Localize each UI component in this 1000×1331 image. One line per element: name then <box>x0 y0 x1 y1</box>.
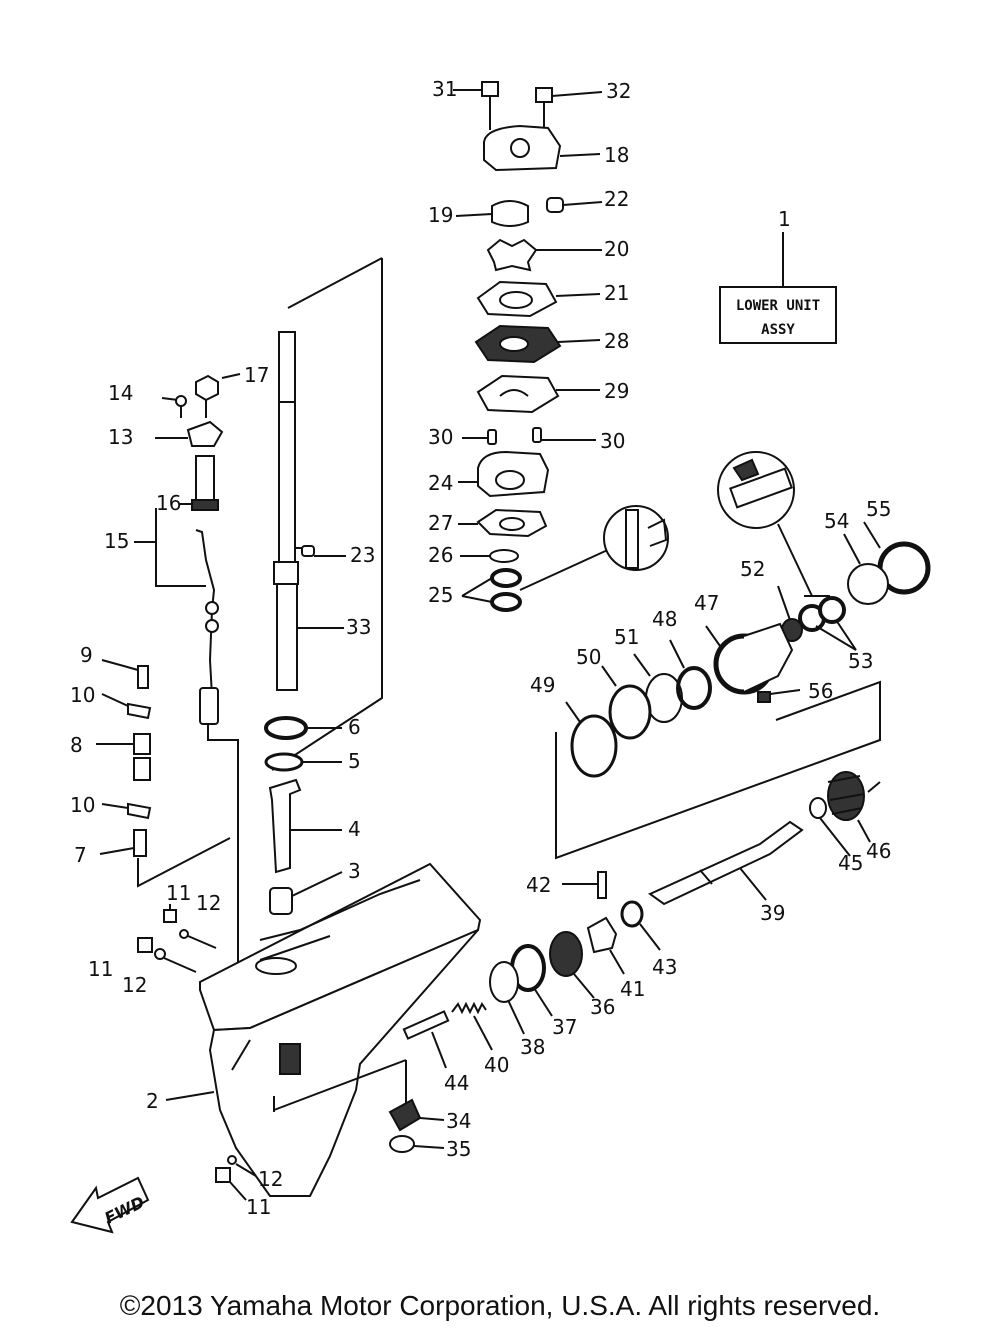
callout-12-top: 12 <box>196 891 221 915</box>
callout-2: 2 <box>146 1089 159 1113</box>
callout-20: 20 <box>604 237 629 261</box>
callout-30-left: 30 <box>428 425 453 449</box>
callout-11-middle: 11 <box>88 957 113 981</box>
callout-47: 47 <box>694 591 719 615</box>
water-pump-parts <box>453 81 669 612</box>
callout-43: 43 <box>652 955 677 979</box>
callout-39: 39 <box>760 901 785 925</box>
callout-53: 53 <box>848 649 873 673</box>
callout-3: 3 <box>348 859 361 883</box>
callout-24: 24 <box>428 471 453 495</box>
drive-shaft-bearings <box>264 716 343 915</box>
bolt-31-shape <box>481 81 499 130</box>
callout-6: 6 <box>348 715 361 739</box>
callout-44: 44 <box>444 1071 469 1095</box>
copyright-notice: ©2013 Yamaha Motor Corporation, U.S.A. A… <box>119 1290 881 1321</box>
callout-46: 46 <box>866 839 891 863</box>
callout-12-bottom: 12 <box>258 1167 283 1191</box>
callout-11-bottom: 11 <box>246 1195 271 1219</box>
callout-37: 37 <box>552 1015 577 1039</box>
callout-5: 5 <box>348 749 361 773</box>
callout-45: 45 <box>838 851 863 875</box>
forward-direction-arrow: FWD <box>70 1176 150 1234</box>
impeller-shape <box>486 238 538 272</box>
callout-49: 49 <box>530 673 555 697</box>
callout-41: 41 <box>620 977 645 1001</box>
callout-17: 17 <box>244 363 269 387</box>
callout-23: 23 <box>350 543 375 567</box>
callout-34: 34 <box>446 1109 471 1133</box>
callout-28: 28 <box>604 329 629 353</box>
propeller-shaft-parts <box>388 451 931 1153</box>
callout-12-middle: 12 <box>122 973 147 997</box>
callout-numbers: 31 32 18 22 19 20 21 28 29 30 30 24 27 2… <box>70 77 891 1219</box>
callout-56: 56 <box>808 679 833 703</box>
callout-1: 1 <box>778 207 791 231</box>
callout-36: 36 <box>590 995 615 1019</box>
shift-rod-assembly <box>134 373 241 980</box>
callout-15: 15 <box>104 529 129 553</box>
callout-11-top: 11 <box>166 881 191 905</box>
callout-22: 22 <box>604 187 629 211</box>
callout-18: 18 <box>604 143 629 167</box>
callout-14: 14 <box>108 381 133 405</box>
callout-50: 50 <box>576 645 601 669</box>
callout-38: 38 <box>520 1035 545 1059</box>
callout-27: 27 <box>428 511 453 535</box>
drain-screws <box>137 904 257 1201</box>
callout-32: 32 <box>606 79 631 103</box>
callout-13: 13 <box>108 425 133 449</box>
callout-10-top: 10 <box>70 683 95 707</box>
callout-54: 54 <box>824 509 849 533</box>
callout-52: 52 <box>740 557 765 581</box>
box-title-line-2: ASSY <box>761 322 795 338</box>
callout-31: 31 <box>432 77 457 101</box>
lower-unit-assy-box: 1 LOWER UNIT ASSY <box>719 207 837 344</box>
lower-case-housing <box>165 862 482 1197</box>
callout-48: 48 <box>652 607 677 631</box>
callout-30-right: 30 <box>600 429 625 453</box>
callout-25: 25 <box>428 583 453 607</box>
bolt-32-shape <box>535 87 553 128</box>
callout-26: 26 <box>428 543 453 567</box>
callout-33: 33 <box>346 615 371 639</box>
callout-9: 9 <box>80 643 93 667</box>
shift-cable-fittings <box>96 659 231 888</box>
callout-21: 21 <box>604 281 629 305</box>
callout-16: 16 <box>156 491 181 515</box>
callout-7: 7 <box>74 843 87 867</box>
callout-19: 19 <box>428 203 453 227</box>
callout-40: 40 <box>484 1053 509 1077</box>
drive-shaft-shape <box>271 257 383 771</box>
callout-8: 8 <box>70 733 83 757</box>
callout-4: 4 <box>348 817 361 841</box>
box-title-line-1: LOWER UNIT <box>736 298 820 314</box>
callout-51: 51 <box>614 625 639 649</box>
callout-10-bottom: 10 <box>70 793 95 817</box>
callout-35: 35 <box>446 1137 471 1161</box>
callout-42: 42 <box>526 873 551 897</box>
callout-55: 55 <box>866 497 891 521</box>
callout-29: 29 <box>604 379 629 403</box>
